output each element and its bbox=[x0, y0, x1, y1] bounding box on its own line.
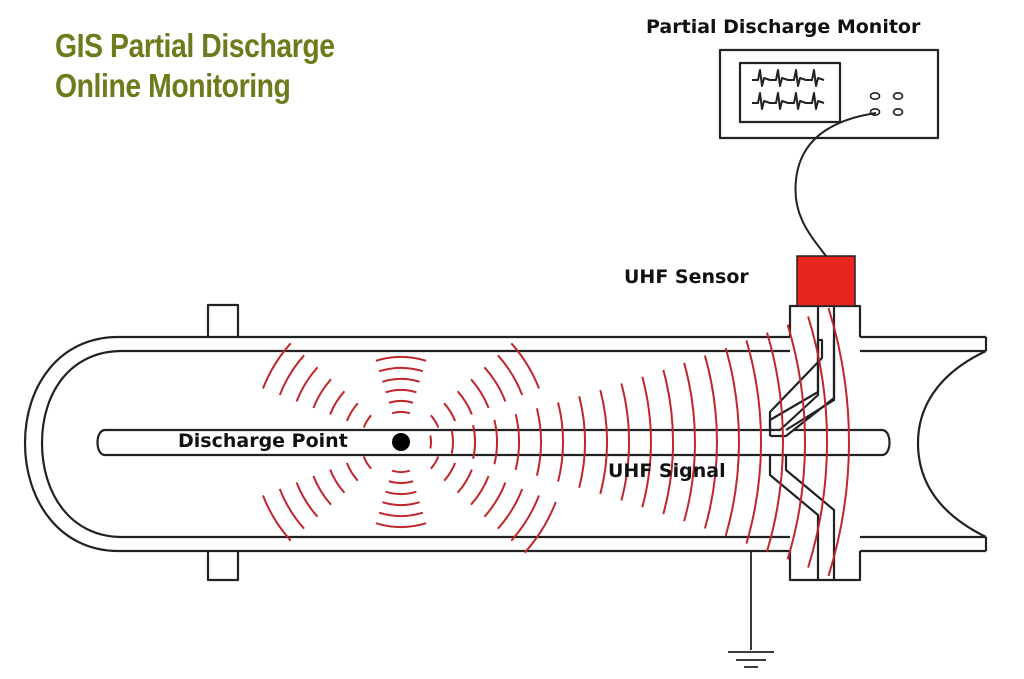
top-left-flange bbox=[206, 303, 240, 337]
wave-arc bbox=[662, 369, 674, 515]
wave-arc bbox=[786, 324, 806, 560]
wave-arc bbox=[262, 342, 292, 389]
wave-arc bbox=[450, 430, 455, 454]
monitor-cable bbox=[794, 112, 877, 257]
monitor-box bbox=[718, 48, 940, 140]
wave-arc bbox=[345, 462, 359, 482]
wave-arc bbox=[391, 410, 411, 415]
sensor-port-neck bbox=[816, 306, 836, 340]
discharge-point-dot bbox=[392, 433, 410, 451]
monitor-label: Partial Discharge Monitor bbox=[646, 16, 921, 38]
wave-arc bbox=[497, 354, 524, 396]
wave-arc bbox=[378, 367, 424, 373]
wave-arc bbox=[599, 389, 608, 495]
wave-arc bbox=[295, 482, 319, 518]
wave-arc bbox=[362, 456, 372, 470]
wave-arc bbox=[766, 332, 785, 552]
wave-arc bbox=[312, 475, 332, 506]
wave-arc bbox=[483, 482, 507, 518]
wave-arc bbox=[278, 488, 305, 530]
pd-waveform-trace bbox=[752, 69, 825, 87]
wave-arc bbox=[510, 495, 540, 542]
wave-arc bbox=[497, 488, 524, 530]
uhf-sensor bbox=[796, 255, 856, 307]
central-conductor bbox=[96, 428, 891, 457]
uhf-signal-label: UHF Signal bbox=[608, 460, 726, 482]
page-title: GIS Partial Discharge Online Monitoring bbox=[55, 26, 335, 106]
sensor-label: UHF Sensor bbox=[624, 266, 749, 288]
wave-arc bbox=[472, 424, 476, 460]
wave-arc bbox=[578, 396, 586, 488]
wave-arc bbox=[312, 378, 332, 409]
monitor-knob bbox=[869, 108, 881, 117]
wave-arc bbox=[278, 354, 305, 396]
wave-arc bbox=[456, 469, 473, 494]
wave-arc bbox=[345, 402, 359, 422]
wave-arc bbox=[391, 469, 411, 474]
wave-arc bbox=[295, 366, 319, 402]
uhf-wave-arcs bbox=[262, 307, 850, 577]
wave-arc bbox=[262, 495, 292, 542]
wave-arc bbox=[329, 469, 346, 494]
wave-arc bbox=[703, 355, 718, 529]
wave-arc bbox=[620, 383, 631, 501]
enclosure-right-end bbox=[916, 350, 987, 538]
wave-arc bbox=[430, 414, 440, 428]
wave-arc bbox=[807, 316, 828, 568]
wave-arc bbox=[329, 390, 346, 415]
discharge-point-label: Discharge Point bbox=[178, 430, 348, 452]
wave-arc bbox=[362, 414, 372, 428]
title-line-1: GIS Partial Discharge bbox=[55, 27, 335, 64]
wave-arc bbox=[430, 456, 440, 470]
wave-arc bbox=[483, 366, 507, 402]
wave-arc bbox=[443, 402, 457, 422]
wave-arc bbox=[375, 356, 427, 362]
wave-arc bbox=[557, 402, 564, 482]
bottom-left-flange bbox=[206, 551, 240, 582]
wave-arc bbox=[641, 376, 652, 508]
wave-arc bbox=[470, 475, 490, 506]
upper-insulator-edge bbox=[768, 340, 836, 436]
wave-arc bbox=[523, 501, 557, 554]
enclosure-inner-wall bbox=[40, 349, 986, 539]
wave-arc bbox=[385, 490, 417, 496]
wave-arc bbox=[493, 419, 499, 465]
wave-arc bbox=[388, 480, 414, 484]
wave-arc bbox=[385, 388, 417, 394]
wave-arc bbox=[514, 413, 520, 471]
wave-arc bbox=[429, 435, 433, 449]
wave-arc bbox=[378, 511, 424, 517]
monitor-screen bbox=[738, 61, 842, 124]
bottom-right-flange bbox=[788, 551, 862, 582]
ground-symbol bbox=[728, 651, 774, 668]
wave-arc bbox=[388, 400, 414, 404]
title-line-2: Online Monitoring bbox=[55, 67, 291, 104]
sensor-port-flange bbox=[788, 304, 862, 337]
wave-arc bbox=[683, 362, 696, 522]
wave-arc bbox=[535, 408, 542, 476]
wave-arc bbox=[827, 307, 850, 577]
pd-waveform-trace bbox=[752, 92, 825, 110]
wave-arc bbox=[382, 377, 420, 383]
wave-arc bbox=[724, 347, 740, 537]
wave-arc bbox=[470, 378, 490, 409]
monitor-knob bbox=[892, 92, 904, 101]
wave-arc bbox=[456, 390, 473, 415]
wave-arc bbox=[382, 501, 420, 507]
wave-arc bbox=[745, 340, 763, 544]
enclosure-outer-wall bbox=[23, 335, 986, 553]
wave-arc bbox=[375, 522, 427, 528]
monitor-knob bbox=[892, 108, 904, 117]
wave-arc bbox=[443, 462, 457, 482]
wave-arc bbox=[510, 342, 540, 389]
monitor-knob bbox=[869, 92, 881, 101]
